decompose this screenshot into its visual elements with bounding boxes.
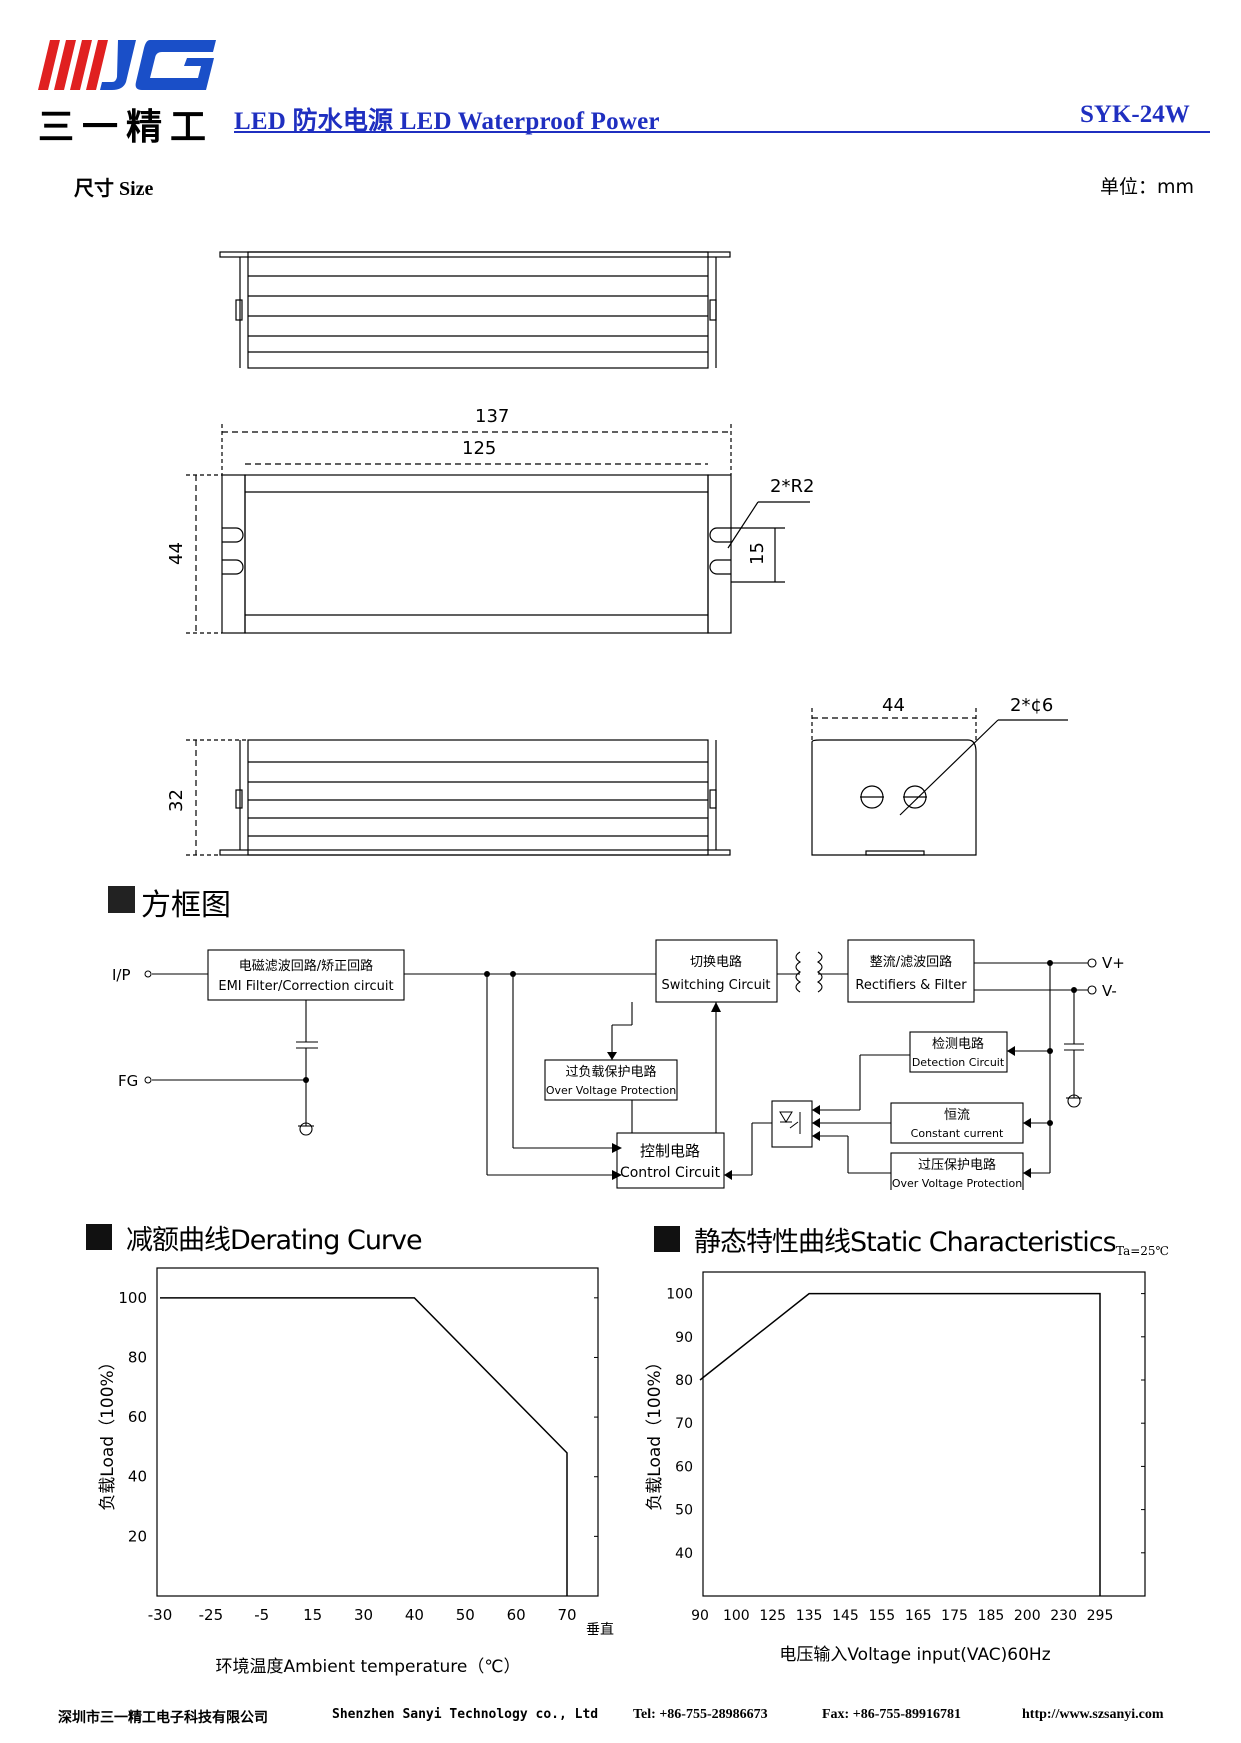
- y-tick-label: 60: [128, 1408, 147, 1426]
- dim-cable-holes: 2*¢6: [1010, 695, 1053, 716]
- x-tick-label: -25: [199, 1606, 224, 1624]
- emi-label-cn: 电磁滤波回路/矫正回路: [239, 958, 373, 974]
- logo-text: 三一精工: [38, 107, 215, 148]
- header-rule: [234, 131, 1210, 133]
- dim-slot-radius: 2*R2: [770, 476, 814, 497]
- x-tick-label: 230: [1050, 1608, 1077, 1624]
- rect-label-en: Rectifiers & Filter: [855, 978, 967, 993]
- dimension-drawing: 137 125 2*R2 44 15 32 44 2*¢6: [166, 251, 1068, 856]
- y-tick-label: 40: [675, 1546, 693, 1562]
- x-tick-label: 125: [759, 1608, 786, 1624]
- io-v-minus: V-: [1102, 982, 1117, 1000]
- footer-fax: Fax: +86-755-89916781: [822, 1707, 962, 1722]
- block-diagram-title: 方框图: [141, 888, 231, 923]
- x-axis-label: 电压输入Voltage input(VAC)60Hz: [779, 1645, 1050, 1665]
- cc-label-en: Constant current: [911, 1127, 1004, 1140]
- y-tick-label: 20: [128, 1527, 147, 1545]
- ctrl-label-en: Control Circuit: [620, 1165, 721, 1181]
- x-tick-label: -30: [148, 1606, 173, 1624]
- y-tick-label: 100: [666, 1287, 693, 1303]
- dim-end-width: 44: [882, 695, 905, 716]
- company-logo: 三一精工: [38, 30, 218, 148]
- x-tick-label: 90: [691, 1608, 709, 1624]
- y-axis-label: 负载Load（100%）: [645, 1353, 665, 1510]
- y-tick-label: 60: [675, 1459, 693, 1475]
- y-tick-label: 80: [675, 1373, 693, 1389]
- series-line: [160, 1297, 568, 1596]
- section-bullet: [108, 886, 135, 913]
- block-diagram: I/P FG V+ V- 电磁滤波回路/矫正回路 EMI Filter/Corr…: [112, 939, 1125, 1190]
- series-line: [699, 1292, 1101, 1596]
- x-tick-label: 155: [868, 1608, 895, 1624]
- plot-frame: [156, 1267, 599, 1597]
- x-tick-label: 165: [905, 1608, 932, 1624]
- static-note: Ta=25℃: [1116, 1244, 1169, 1258]
- static-title: 静态特性曲线Static Characteristics: [694, 1227, 1117, 1258]
- x-tick-label: 70: [557, 1606, 576, 1624]
- footer-tel: Tel: +86-755-28986673: [633, 1707, 768, 1722]
- y-tick-label: 70: [675, 1416, 693, 1432]
- derating-bullet: [86, 1224, 112, 1250]
- y-tick-label: 90: [675, 1330, 693, 1346]
- x-tick-label: 135: [796, 1608, 823, 1624]
- ovp-label-en: Over Voltage Protection: [892, 1177, 1022, 1190]
- ctrl-label-cn: 控制电路: [640, 1142, 700, 1160]
- y-axis-label: 负载Load（100%）: [98, 1353, 118, 1510]
- y-tick-label: 100: [118, 1289, 147, 1307]
- dim-width: 44: [166, 542, 187, 565]
- switch-label-en: Switching Circuit: [661, 978, 770, 993]
- dim-slot-height: 15: [747, 542, 768, 565]
- x-tick-label: 175: [941, 1608, 968, 1624]
- plot-frame: [702, 1271, 1146, 1597]
- static-bullet: [654, 1226, 680, 1252]
- x-tick-label: 295: [1087, 1608, 1114, 1624]
- io-ground: FG: [118, 1072, 138, 1090]
- document-title: LED 防水电源 LED Waterproof Power: [234, 108, 660, 135]
- derating-title: 减额曲线Derating Curve: [126, 1225, 423, 1256]
- ovp-label-cn: 过压保护电路: [918, 1157, 996, 1173]
- x-tick-label: 60: [507, 1606, 526, 1624]
- detect-label-en: Detection Circuit: [912, 1056, 1005, 1069]
- dim-overall-length: 137: [475, 406, 509, 427]
- x-tick-label: 145: [832, 1608, 859, 1624]
- olp-label-en: Over Voltage Protection: [546, 1084, 676, 1097]
- footer-company-cn: 深圳市三一精工电子科技有限公司: [58, 1711, 268, 1726]
- rect-label-cn: 整流/滤波回路: [870, 954, 952, 970]
- x-tick-label: 100: [723, 1608, 750, 1624]
- y-tick-label: 40: [128, 1468, 147, 1486]
- io-v-plus: V+: [1102, 954, 1125, 972]
- x-tick-label: 50: [456, 1606, 475, 1624]
- model-number: SYK-24W: [1080, 101, 1190, 128]
- unit-label: 单位：mm: [1100, 176, 1195, 198]
- footer-url[interactable]: http://www.szsanyi.com: [1022, 1707, 1164, 1722]
- x-tick-label: -5: [254, 1606, 269, 1624]
- cc-label-cn: 恒流: [944, 1108, 970, 1123]
- footer-company-en: Shenzhen Sanyi Technology co., Ltd: [332, 1707, 599, 1722]
- olp-label-cn: 过负载保护电路: [565, 1064, 656, 1080]
- y-tick-label: 80: [128, 1348, 147, 1366]
- detect-label-cn: 检测电路: [932, 1036, 984, 1052]
- x-tick-label: 30: [354, 1606, 373, 1624]
- dim-hole-spacing: 125: [462, 438, 496, 459]
- derating-chart: -30 -25 -5 15 30 40 50 60 70 20 40 60 80 100 环境温度Ambie…: [98, 1267, 614, 1677]
- dim-height: 32: [166, 789, 187, 812]
- io-input: I/P: [112, 966, 131, 984]
- x-tick-label: 185: [978, 1608, 1005, 1624]
- static-chart: 90 100 125 135 145 155 165 175 185 200 230 295 40 50 6…: [645, 1271, 1146, 1665]
- y-tick-label: 50: [675, 1503, 693, 1519]
- x-axis-extra-label: 垂直: [586, 1621, 614, 1638]
- x-tick-label: 15: [303, 1606, 322, 1624]
- x-tick-label: 200: [1014, 1608, 1041, 1624]
- emi-label-en: EMI Filter/Correction circuit: [218, 979, 393, 994]
- x-tick-label: 40: [405, 1606, 424, 1624]
- size-section-title: 尺寸 Size: [74, 178, 154, 200]
- switch-label-cn: 切换电路: [690, 954, 742, 970]
- x-axis-label: 环境温度Ambient temperature（℃）: [216, 1657, 521, 1677]
- optocoupler-icon: [779, 1111, 801, 1134]
